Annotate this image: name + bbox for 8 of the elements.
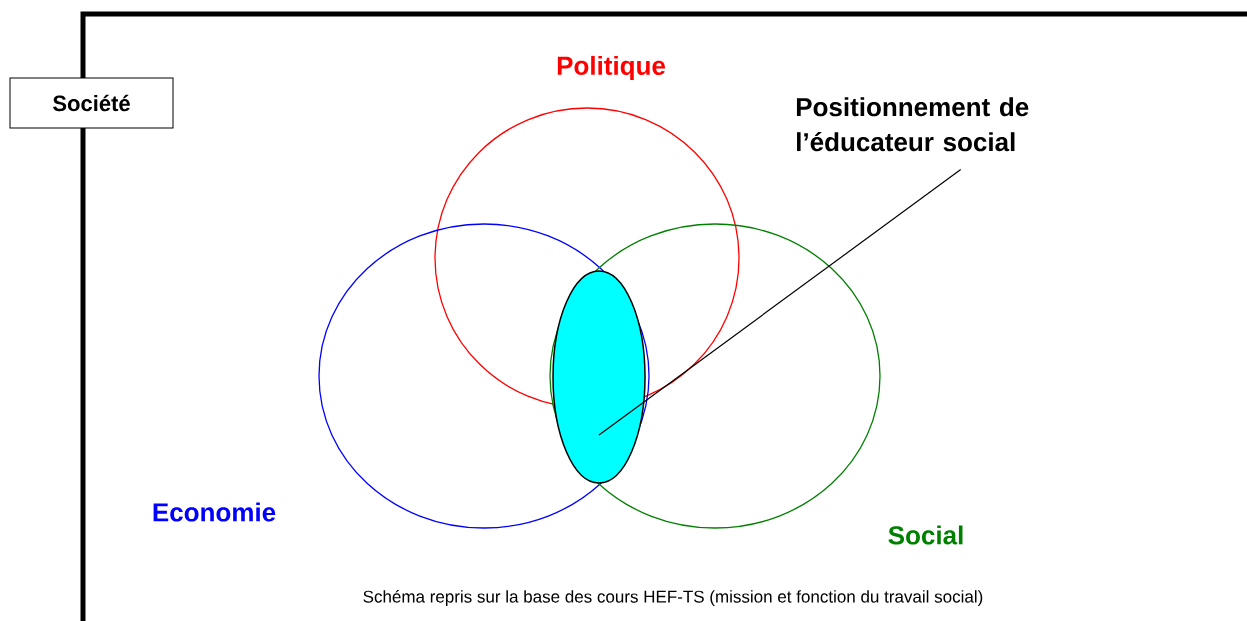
node-label: Economie: [153, 502, 276, 522]
node-label: Politique: [557, 55, 666, 81]
node-label: Social: [888, 525, 963, 545]
leader-line: [598, 168, 962, 436]
callout-text: Positionnement de l’éducateur social: [796, 97, 1029, 152]
label-box: Société: [9, 77, 174, 129]
caption: Schéma repris sur la base des cours HEF-TS (mission et fonction du travail social): [363, 590, 983, 607]
highlight-ellipse: [552, 270, 646, 484]
